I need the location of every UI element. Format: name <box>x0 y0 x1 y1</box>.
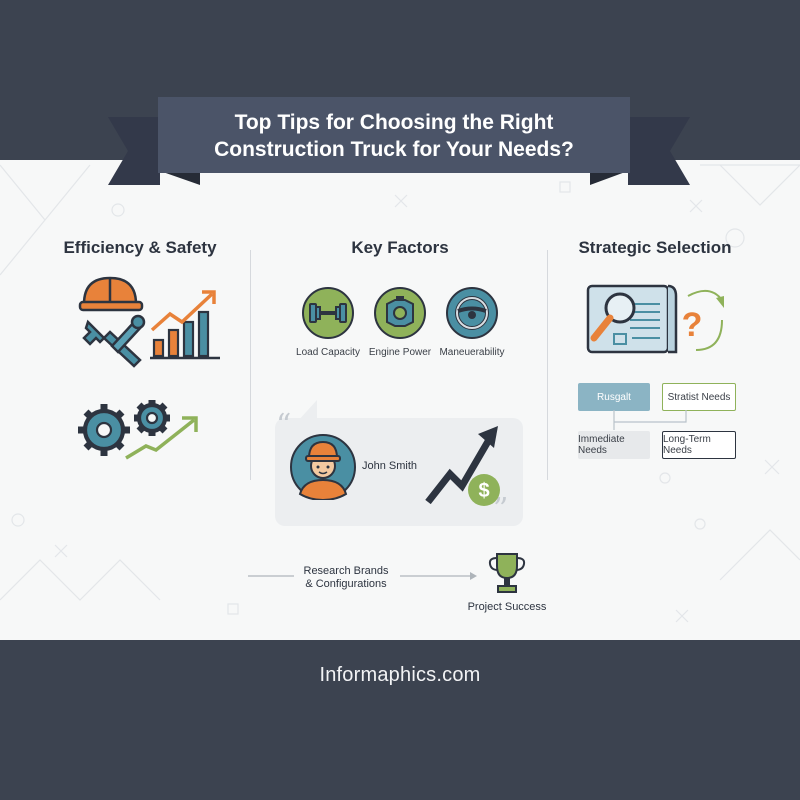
svg-text:$: $ <box>478 480 489 502</box>
flow-step-label: Research Brands & Configurations <box>303 565 389 590</box>
footer: Informaphics.com <box>0 640 800 800</box>
heading-strategic-selection: Strategic Selection <box>578 238 732 257</box>
steering-wheel-icon <box>446 287 498 339</box>
box-stratist-needs: Stratist Needs <box>662 383 736 411</box>
close-quote-icon: ” <box>493 492 509 527</box>
flow-arrows <box>248 572 477 580</box>
flow-result-label: Project Success <box>467 601 547 613</box>
trend-up-dollar-icon: $ <box>425 426 500 506</box>
gears-growth-icon <box>78 400 198 460</box>
box-immediate-needs: Immediate Needs <box>578 431 650 459</box>
svg-text:?: ? <box>682 306 703 344</box>
factor-label-load-capacity: Load Capacity <box>296 347 360 358</box>
box-rusgalt: Rusgalt <box>578 383 650 411</box>
trophy-icon <box>488 553 526 593</box>
testimonial-name: John Smith <box>362 460 418 472</box>
heading-efficiency-safety: Efficiency & Safety <box>63 238 217 257</box>
hardhat-tools-icon <box>78 276 146 368</box>
worker-avatar <box>290 434 356 500</box>
heading-key-factors: Key Factors <box>351 238 449 257</box>
engine-icon <box>374 287 426 339</box>
growth-chart-icon <box>150 290 220 360</box>
background-pattern <box>0 164 800 623</box>
page-title: Top Tips for Choosing the Right Construc… <box>160 101 628 171</box>
factor-label-maneuverability: Maneuerability <box>439 347 505 358</box>
column-divider-right <box>547 250 548 480</box>
speech-tail <box>297 400 317 422</box>
box-connectors <box>613 410 687 430</box>
open-quote-icon: “ <box>276 408 292 443</box>
blueprint-search-icon: ? <box>586 284 724 354</box>
box-long-term-needs: Long-Term Needs <box>662 431 736 459</box>
footer-site-name: Informaphics.com <box>319 663 481 686</box>
title-line-1: Top Tips for Choosing the Right <box>234 111 554 134</box>
factor-label-engine-power: Engine Power <box>368 347 432 358</box>
column-divider-left <box>250 250 251 480</box>
title-line-2: Construction Truck for Your Needs? <box>214 138 574 161</box>
dumbbell-icon <box>302 287 354 339</box>
